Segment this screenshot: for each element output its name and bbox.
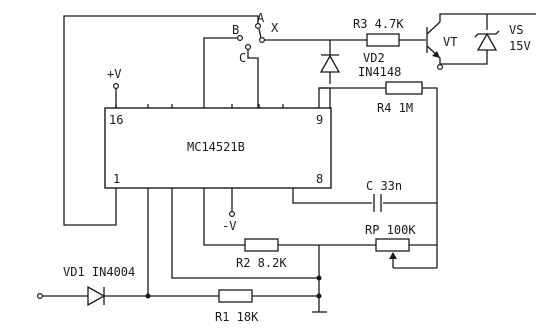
r3-resistor bbox=[366, 33, 400, 47]
vd1-label: VD1 IN4004 bbox=[63, 265, 135, 279]
c-label: C 33n bbox=[366, 179, 402, 193]
zener-vs bbox=[474, 30, 500, 51]
input-terminal bbox=[36, 293, 43, 300]
output-terminal bbox=[437, 63, 444, 70]
diode-vd1 bbox=[87, 285, 106, 307]
junction-rp-bus bbox=[316, 275, 322, 281]
pin8-wire bbox=[292, 188, 372, 204]
minus-v-label: -V bbox=[222, 219, 236, 233]
switch-label-b: B bbox=[232, 23, 239, 37]
switch-label-x: X bbox=[271, 21, 279, 35]
plus-v-terminal bbox=[112, 82, 119, 89]
junction-input bbox=[145, 293, 151, 299]
ic-pin-9-label: 9 bbox=[316, 113, 323, 127]
r2-wire-left bbox=[203, 188, 245, 246]
r4-resistor bbox=[385, 81, 423, 95]
switch-label-a: A bbox=[257, 11, 265, 25]
switch-contact-b bbox=[237, 34, 244, 41]
vt-label: VT bbox=[443, 35, 457, 49]
top-rail-wire bbox=[439, 13, 536, 22]
ic-body bbox=[104, 107, 332, 189]
minus-v-terminal bbox=[229, 211, 236, 218]
r4-wire-right bbox=[422, 87, 438, 268]
switch-common bbox=[259, 36, 266, 43]
r2-label: R2 8.2K bbox=[236, 256, 287, 270]
plus-v-label: +V bbox=[107, 67, 121, 81]
switch-blade bbox=[258, 28, 262, 39]
emitter-wire bbox=[439, 50, 488, 65]
r1-label: R1 18K bbox=[215, 310, 259, 324]
switch-contact-c bbox=[245, 43, 252, 50]
feedback-wire bbox=[63, 15, 259, 226]
vs-name-label: VS bbox=[509, 23, 523, 37]
diode-vd2 bbox=[319, 54, 341, 73]
ic-pin-8-label: 8 bbox=[316, 172, 323, 186]
ic-pin-16-label: 16 bbox=[109, 113, 123, 127]
switch-label-c: C bbox=[239, 51, 246, 65]
vs-value-label: 15V bbox=[509, 39, 531, 53]
pin9-wire bbox=[318, 87, 331, 108]
vd2-part-label: IN4148 bbox=[358, 65, 401, 79]
capacitor-c bbox=[373, 194, 382, 212]
rp-wiper-arrow bbox=[389, 252, 397, 259]
switch-contact-a bbox=[255, 23, 262, 30]
vd2-name-label: VD2 bbox=[363, 51, 385, 65]
ic-name: MC14521B bbox=[187, 140, 245, 154]
r3-label: R3 4.7K bbox=[353, 17, 404, 31]
pin-c-wire bbox=[247, 49, 259, 108]
ic-pin-1-label: 1 bbox=[113, 172, 120, 186]
transistor-vt bbox=[426, 21, 441, 59]
r4-label: R4 1M bbox=[377, 101, 413, 115]
r2-resistor bbox=[244, 238, 279, 252]
rp-label: RP 100K bbox=[365, 223, 416, 237]
pin-b-wire bbox=[203, 37, 237, 108]
pin2-wire bbox=[171, 188, 319, 279]
r1-resistor bbox=[218, 289, 253, 303]
rp-potentiometer bbox=[375, 238, 410, 252]
